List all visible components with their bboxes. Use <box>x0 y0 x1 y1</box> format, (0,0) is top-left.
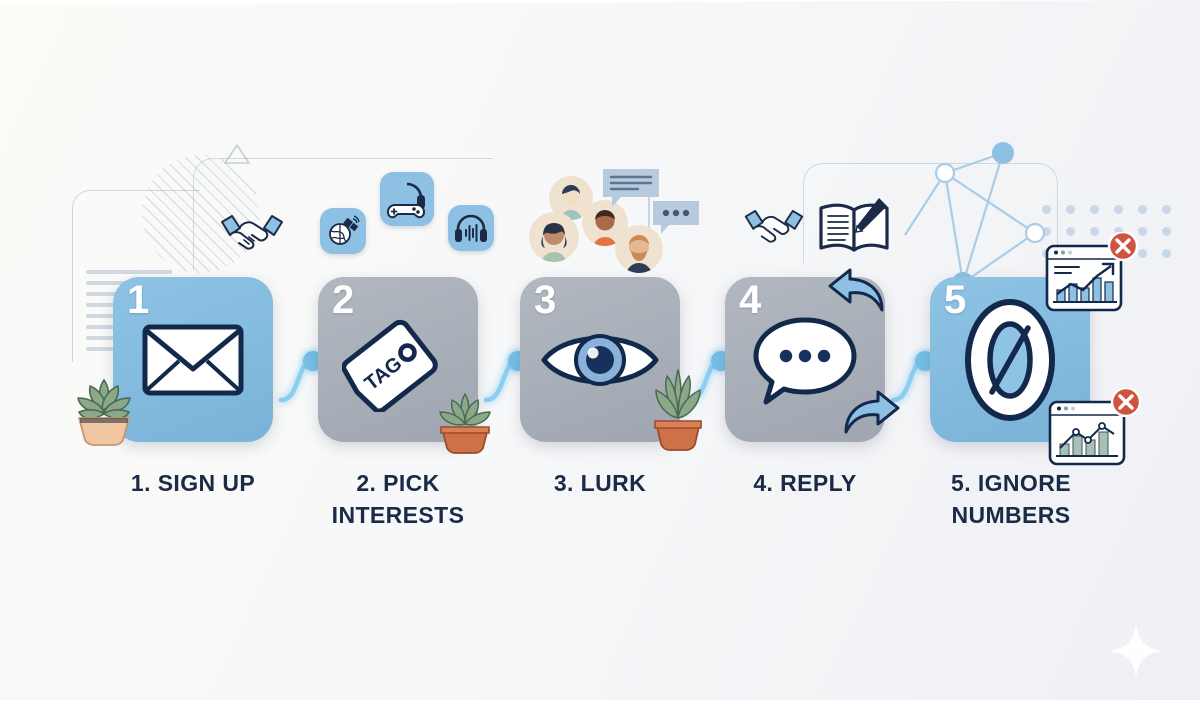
step-number-2: 2 <box>332 278 355 322</box>
open-book-pen-icon <box>815 196 897 265</box>
step-label-3: 3. LURK <box>553 470 647 496</box>
avatar-person-3 <box>582 200 628 246</box>
zero-crossed-icon <box>930 277 1090 442</box>
tag-icon: TAG <box>318 277 478 442</box>
succulent-plant-terracotta-pot <box>432 388 498 461</box>
headphones-waveform-tile-icon <box>448 205 494 251</box>
step-card-3[interactable]: 3 <box>520 277 680 442</box>
analytics-card-rejected-top <box>1043 230 1139 321</box>
step-card-1[interactable]: 1 <box>113 277 273 442</box>
globe-satellite-tile-icon <box>320 208 366 254</box>
chat-lines-bubble-icon <box>600 165 662 216</box>
step-number-3: 3 <box>534 278 557 322</box>
step-label-5: 5. IGNORE NUMBERS <box>951 470 1071 528</box>
avatar-person-2 <box>529 212 579 262</box>
aloe-plant-terracotta-pot <box>645 368 711 459</box>
step-card-5[interactable]: 5 <box>930 277 1090 442</box>
step-card-4[interactable]: 4 <box>725 277 885 442</box>
bottom-white-band <box>0 700 1200 728</box>
handshake-icon-2 <box>742 205 806 252</box>
speech-bubble-icon <box>725 277 885 442</box>
step-label-4: 4. REPLY <box>753 470 857 496</box>
eye-icon <box>520 277 680 442</box>
succulent-plant-peach-pot <box>66 366 142 451</box>
avatar-person-4 <box>615 225 663 273</box>
analytics-card-rejected-bottom <box>1046 386 1142 477</box>
step-number-4: 4 <box>739 278 762 322</box>
envelope-icon <box>113 277 273 442</box>
game-controller-headset-tile-icon <box>380 172 434 226</box>
handshake-icon <box>218 210 286 259</box>
arrow-curve-left-icon <box>826 266 888 323</box>
step-number-5: 5 <box>944 278 967 322</box>
step-label-1: 1. SIGN UP <box>130 470 256 496</box>
avatar-person-1 <box>549 176 593 220</box>
step-label-2: 2. PICK INTERESTS <box>331 470 465 528</box>
arrow-curve-right-icon <box>840 388 902 445</box>
step-number-1: 1 <box>127 278 150 322</box>
chat-dots-bubble-icon <box>650 198 702 245</box>
